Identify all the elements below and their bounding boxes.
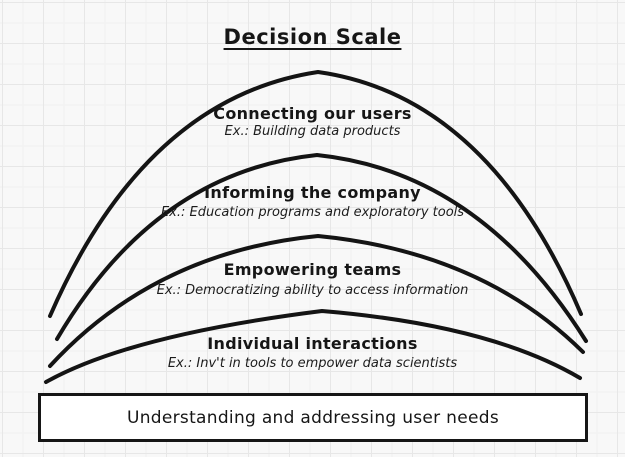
base-box-label: Understanding and addressing user needs bbox=[126, 407, 500, 428]
level-3-heading: Empowering teams bbox=[223, 260, 402, 279]
level-1-example: Ex.: Building data products bbox=[224, 124, 401, 139]
level-3-example: Ex.: Democratizing ability to access inf… bbox=[156, 283, 469, 298]
arc-level-3 bbox=[48, 233, 585, 368]
base-box: Understanding and addressing user needs bbox=[38, 393, 588, 442]
arc-level-1 bbox=[48, 69, 583, 318]
arc-level-2 bbox=[55, 152, 588, 343]
level-2-heading: Informing the company bbox=[204, 183, 421, 202]
arc-level-4 bbox=[44, 308, 582, 384]
level-2-example: Ex.: Education programs and exploratory … bbox=[160, 205, 465, 220]
level-4-example: Ex.: Inv't in tools to empower data scie… bbox=[167, 356, 458, 371]
page-title: Decision Scale bbox=[223, 25, 402, 49]
level-4-heading: Individual interactions bbox=[207, 334, 418, 353]
level-1-heading: Connecting our users bbox=[213, 104, 412, 123]
